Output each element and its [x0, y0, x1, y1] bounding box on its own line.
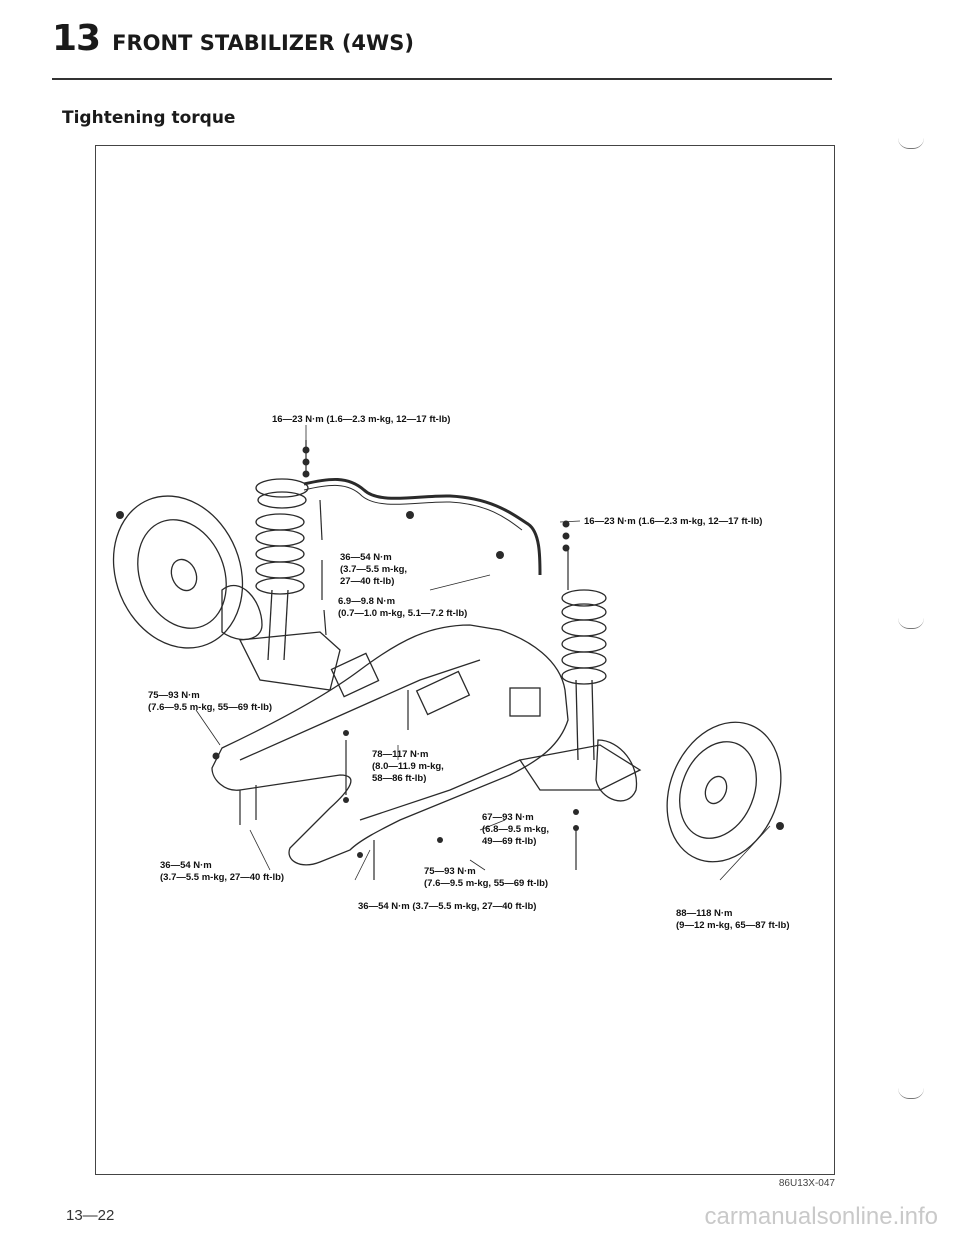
left-tire — [112, 495, 244, 649]
margin-mark — [898, 1088, 924, 1099]
torque-wheel-nut: 88—118 N·m (9—12 m-kg, 65—87 ft-lb) — [676, 908, 790, 931]
subheading: Tightening torque — [62, 108, 236, 128]
torque-left-crossmember: 75—93 N·m (7.6—9.5 m-kg, 55—69 ft-lb) — [148, 690, 273, 713]
left-strut — [221, 478, 309, 661]
section-title: FRONT STABILIZER (4WS) — [112, 31, 414, 55]
watermark: carmanualsonline.info — [704, 1203, 938, 1230]
margin-mark — [898, 138, 924, 149]
figure-frame — [95, 145, 835, 1175]
torque-link: 6.9—9.8 N·m (0.7—1.0 m-kg, 5.1—7.2 ft-lb… — [338, 596, 468, 619]
right-tire — [666, 721, 782, 863]
torque-bracket: 36—54 N·m (3.7—5.5 m-kg, 27—40 ft-lb) — [340, 552, 408, 587]
figure-code: 86U13X-047 — [778, 1178, 835, 1189]
torque-top-left: 16—23 N·m (1.6—2.3 m-kg, 12—17 ft-lb) — [272, 414, 451, 425]
page-header: 13 FRONT STABILIZER (4WS) — [52, 18, 414, 59]
stabilizer-bar — [303, 477, 542, 576]
right-strut — [561, 589, 638, 802]
margin-mark — [898, 618, 924, 629]
torque-right-mount: 67—93 N·m (6.8—9.5 m-kg, 49—69 ft-lb) — [482, 812, 550, 847]
page-number: 13—22 — [66, 1207, 115, 1224]
header-rule — [52, 78, 832, 80]
torque-lower-left: 36—54 N·m (3.7—5.5 m-kg, 27—40 ft-lb) — [160, 860, 285, 883]
torque-top-right: 16—23 N·m (1.6—2.3 m-kg, 12—17 ft-lb) — [584, 516, 763, 527]
torque-bottom-center: 36—54 N·m (3.7—5.5 m-kg, 27—40 ft-lb) — [358, 901, 537, 912]
torque-center-bolt: 78—117 N·m (8.0—11.9 m-kg, 58—86 ft-lb) — [372, 749, 444, 784]
crossmember — [211, 624, 569, 866]
chapter-number: 13 — [52, 18, 101, 59]
torque-lower-center: 75—93 N·m (7.6—9.5 m-kg, 55—69 ft-lb) — [424, 866, 549, 889]
